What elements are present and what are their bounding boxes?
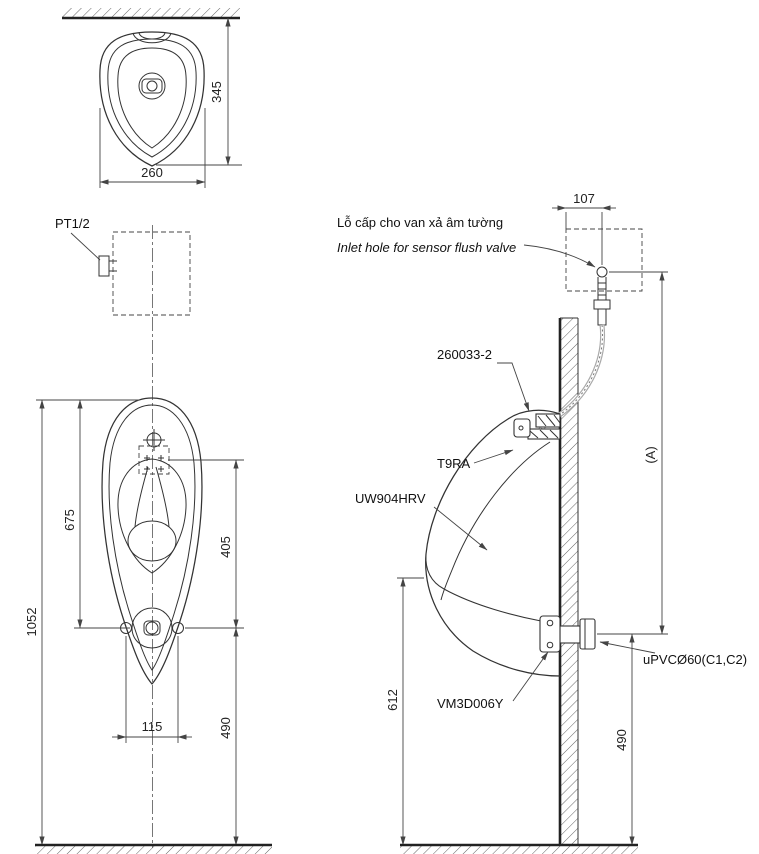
label-pipe-part: uPVCØ60(C1,C2)	[643, 652, 747, 667]
dim-1052: 1052	[24, 399, 140, 846]
outlet-flange	[539, 615, 561, 653]
dim-depth-345: 345	[156, 17, 242, 166]
top-view: 345 260	[62, 8, 242, 188]
label-spud-part: T9RA	[437, 456, 471, 471]
dim-A: (A)	[597, 271, 668, 635]
dim-label-345: 345	[209, 81, 224, 103]
sensor-window	[138, 429, 170, 475]
pt-label: PT1/2	[55, 216, 90, 231]
urinal-top-rim	[107, 38, 197, 158]
bowl-bottom-line	[443, 588, 542, 622]
dim-107: 107	[552, 191, 616, 265]
front-view: PT1/2 1052	[24, 216, 272, 854]
floor-hatch-left	[35, 845, 272, 854]
label-outlet-socket-part: VM3D006Y	[437, 696, 504, 711]
wall-hatch-side	[560, 318, 578, 845]
inlet-note-vi: Lỗ cấp cho van xả âm tường	[337, 215, 503, 230]
flange-square	[143, 620, 161, 636]
dim-612: 612	[385, 577, 424, 846]
dim-label-1052: 1052	[24, 608, 39, 637]
water-inlet-fitting: PT1/2	[55, 216, 117, 277]
inwall-valve-box	[112, 231, 191, 316]
front-lip	[425, 553, 445, 590]
dim-label-675: 675	[62, 509, 77, 531]
dim-label-260: 260	[141, 165, 163, 180]
dim-width-260: 260	[99, 108, 206, 188]
urinal-front-outer	[101, 397, 203, 685]
spud-cover-arc-inner	[138, 32, 166, 40]
sensor-cross-marks	[144, 455, 164, 472]
dim-490-front: 490	[218, 627, 239, 846]
outlet-socket	[579, 618, 596, 650]
spud-circle-outer	[138, 72, 166, 100]
dim-label-612: 612	[385, 689, 400, 711]
callouts: Lỗ cấp cho van xả âm tường Inlet hole fo…	[337, 215, 747, 711]
side-view: 107 (A) 612 490 Lỗ cấp cho van xả âm tườ…	[337, 191, 747, 854]
flange-bolt-right	[172, 622, 184, 634]
inwall-inlet-box	[565, 228, 643, 292]
inlet-note-en: Inlet hole for sensor flush valve	[337, 240, 516, 255]
bowl-curve-right	[155, 466, 170, 528]
urinal-top-outer	[99, 31, 205, 167]
wall-hatch-top	[62, 8, 240, 18]
floor-hatch-right	[400, 845, 638, 854]
spud-cover-arc	[132, 32, 172, 44]
spud-circle-inner	[146, 80, 158, 92]
label-flush-valve-part: 260033-2	[437, 347, 492, 362]
dim-label-A: (A)	[643, 446, 658, 463]
flange-outer	[131, 607, 173, 649]
dim-label-490-side: 490	[614, 729, 629, 751]
dim-115: 115	[112, 636, 192, 743]
dim-label-490-front: 490	[218, 717, 233, 739]
fitting-body	[98, 255, 110, 277]
dim-490-side: 490	[614, 633, 635, 846]
inwall-valve-parts	[593, 277, 611, 326]
outlet-pipe	[559, 625, 581, 644]
dim-675: 675	[62, 399, 130, 629]
spud-assembly	[513, 413, 561, 440]
spud-square	[141, 78, 163, 94]
inlet-hole-circle	[596, 266, 608, 278]
drain-ellipse	[127, 520, 177, 562]
dim-label-405: 405	[218, 536, 233, 558]
flange-inner	[145, 621, 159, 635]
outlet-assembly	[539, 615, 596, 653]
dim-405: 405	[168, 459, 244, 629]
urinal-front-rim	[108, 404, 196, 671]
bowl-opening	[117, 458, 187, 574]
label-model: UW904HRV	[355, 491, 426, 506]
urinal-top-bowl	[117, 47, 187, 149]
dim-label-115: 115	[142, 719, 163, 734]
dim-label-107: 107	[573, 191, 595, 206]
bowl-curve-left	[134, 466, 149, 528]
